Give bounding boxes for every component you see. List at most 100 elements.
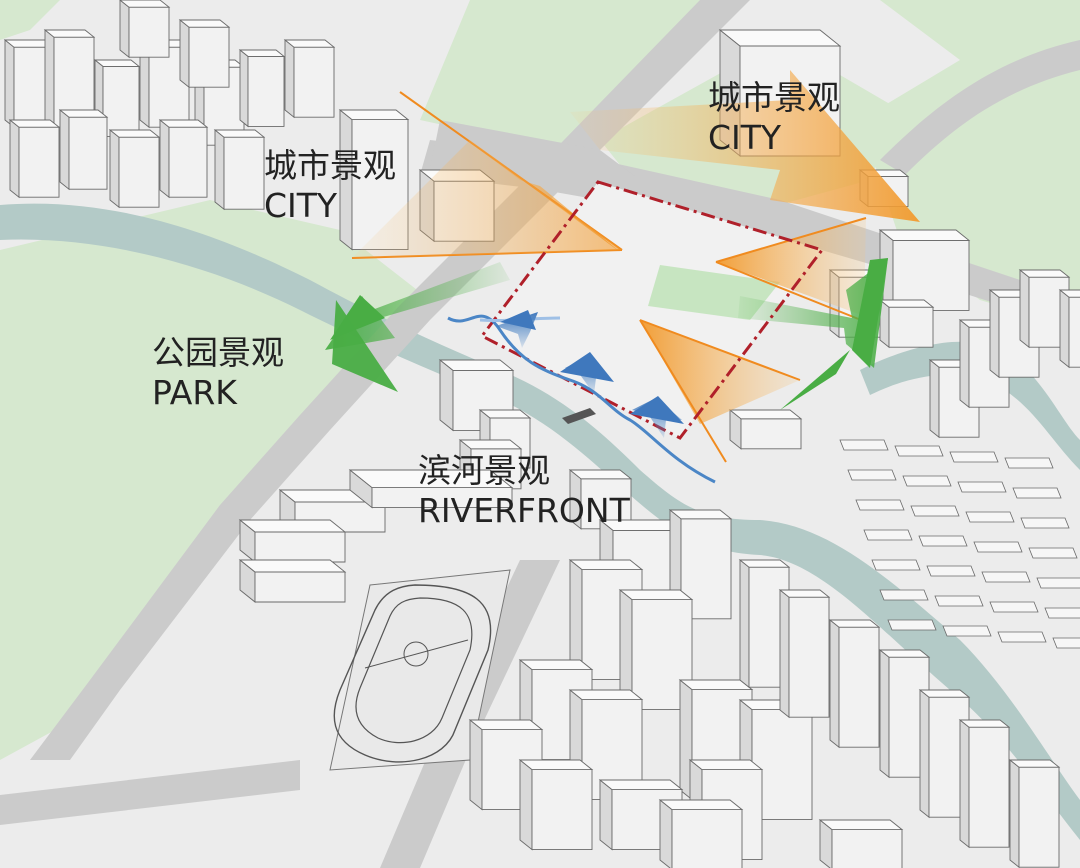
building-roof: [178, 19, 231, 28]
low-rise-house: [879, 589, 929, 601]
building-roof: [728, 409, 803, 420]
building-block: [1058, 289, 1080, 369]
building-roof: [518, 659, 594, 671]
building-roof: [568, 559, 644, 571]
low-rise-house: [1028, 547, 1078, 559]
low-rise-house: [1020, 517, 1070, 529]
building-block: [618, 589, 694, 711]
building-block: [158, 119, 209, 199]
building-block: [738, 559, 791, 689]
building-side: [284, 39, 295, 119]
running-track: [333, 584, 492, 763]
building-block: [93, 59, 141, 138]
riverfront-wave-line: [447, 314, 716, 484]
low-rise-house: [847, 469, 897, 481]
city-view-label-right-zh: 城市景观: [708, 78, 840, 117]
building-roof: [1018, 269, 1071, 278]
city-view-ray-south-down: [639, 319, 727, 463]
park-view-arrow-right-tip: [852, 258, 888, 368]
river-view-arrowhead-2: [560, 352, 614, 382]
building-facade: [888, 306, 934, 348]
building-block: [238, 559, 347, 603]
riverfront-view-label: 滨河景观 RIVERFRONT: [418, 451, 630, 531]
building-block: [518, 759, 594, 851]
building-facade: [531, 769, 593, 851]
building-roof: [688, 759, 764, 771]
building-side: [739, 559, 750, 689]
building-side: [159, 119, 170, 199]
riverfront-view-label-en: RIVERFRONT: [418, 491, 630, 530]
building-roof: [348, 469, 514, 489]
building-side: [929, 359, 940, 439]
building-side: [1019, 269, 1030, 349]
building-facade: [293, 46, 335, 118]
building-roof: [43, 29, 96, 38]
building-side: [1009, 759, 1020, 868]
low-rise-house: [1052, 637, 1080, 649]
building-roof: [238, 49, 286, 57]
building-roof: [58, 109, 109, 118]
building-roof: [878, 299, 935, 308]
building-roof: [518, 759, 594, 771]
building-block: [348, 469, 514, 509]
building-roof: [718, 29, 842, 47]
low-rise-house: [942, 625, 992, 637]
riverfront-view-label-zh: 滨河景观: [418, 451, 550, 490]
building-side: [659, 799, 673, 868]
building-roof: [598, 779, 684, 791]
low-rise-house: [910, 505, 960, 517]
building-side: [59, 109, 70, 191]
building-block: [119, 0, 171, 59]
pitch-halfway-line: [364, 639, 469, 669]
city-view-label-right: 城市景观 CITY: [708, 78, 840, 158]
building-block: [1018, 269, 1071, 349]
football-pitch-outline: [355, 597, 473, 744]
building-roof: [1008, 759, 1061, 768]
building-roof: [238, 519, 347, 533]
building-roof: [119, 0, 171, 8]
site-boundary-dashdot: [479, 180, 825, 440]
building-side: [599, 779, 613, 851]
building-roof: [668, 509, 733, 520]
building-side: [469, 719, 483, 811]
building-block: [8, 119, 61, 199]
building-roof: [658, 799, 744, 811]
park-view-arrow-left: [325, 262, 510, 350]
northeast-road: [880, 40, 1080, 175]
low-rise-house: [855, 499, 905, 511]
building-facade: [968, 726, 1010, 848]
city-view-label-left-en: CITY: [264, 186, 338, 225]
pitch-center-circle: [403, 641, 429, 667]
building-roof: [478, 409, 532, 419]
park-view-arrow-right-tail: [780, 350, 850, 410]
building-facade: [671, 809, 743, 868]
low-rise-house: [957, 481, 1007, 493]
park-green-space: [0, 200, 430, 760]
park-view-label: 公园景观 PARK: [152, 333, 284, 413]
river-view-arrowhead-1: [500, 310, 536, 330]
building-roof: [283, 39, 336, 48]
main-diagonal-road: [30, 0, 750, 760]
city-view-ray-south-right: [639, 319, 801, 381]
low-rise-house: [1004, 457, 1054, 469]
building-facade: [1018, 766, 1060, 868]
building-side: [829, 619, 840, 749]
building-facade: [118, 136, 160, 208]
building-side: [959, 319, 970, 409]
building-facade: [788, 596, 830, 718]
building-block: [878, 229, 971, 312]
building-roof: [738, 559, 791, 568]
building-side: [4, 39, 15, 129]
low-rise-house: [973, 541, 1023, 553]
low-rise-house: [918, 535, 968, 547]
building-block: [658, 799, 744, 868]
building-facade: [68, 116, 108, 190]
low-rise-house: [989, 601, 1039, 613]
city-view-label-left-zh: 城市景观: [264, 146, 396, 185]
building-roof: [338, 109, 410, 121]
river-view-arrowhead-3: [630, 396, 684, 424]
low-rise-house: [902, 475, 952, 487]
building-roof: [468, 719, 544, 731]
low-rise-house: [965, 511, 1015, 523]
park-view-arrow-left-head: [332, 300, 398, 392]
